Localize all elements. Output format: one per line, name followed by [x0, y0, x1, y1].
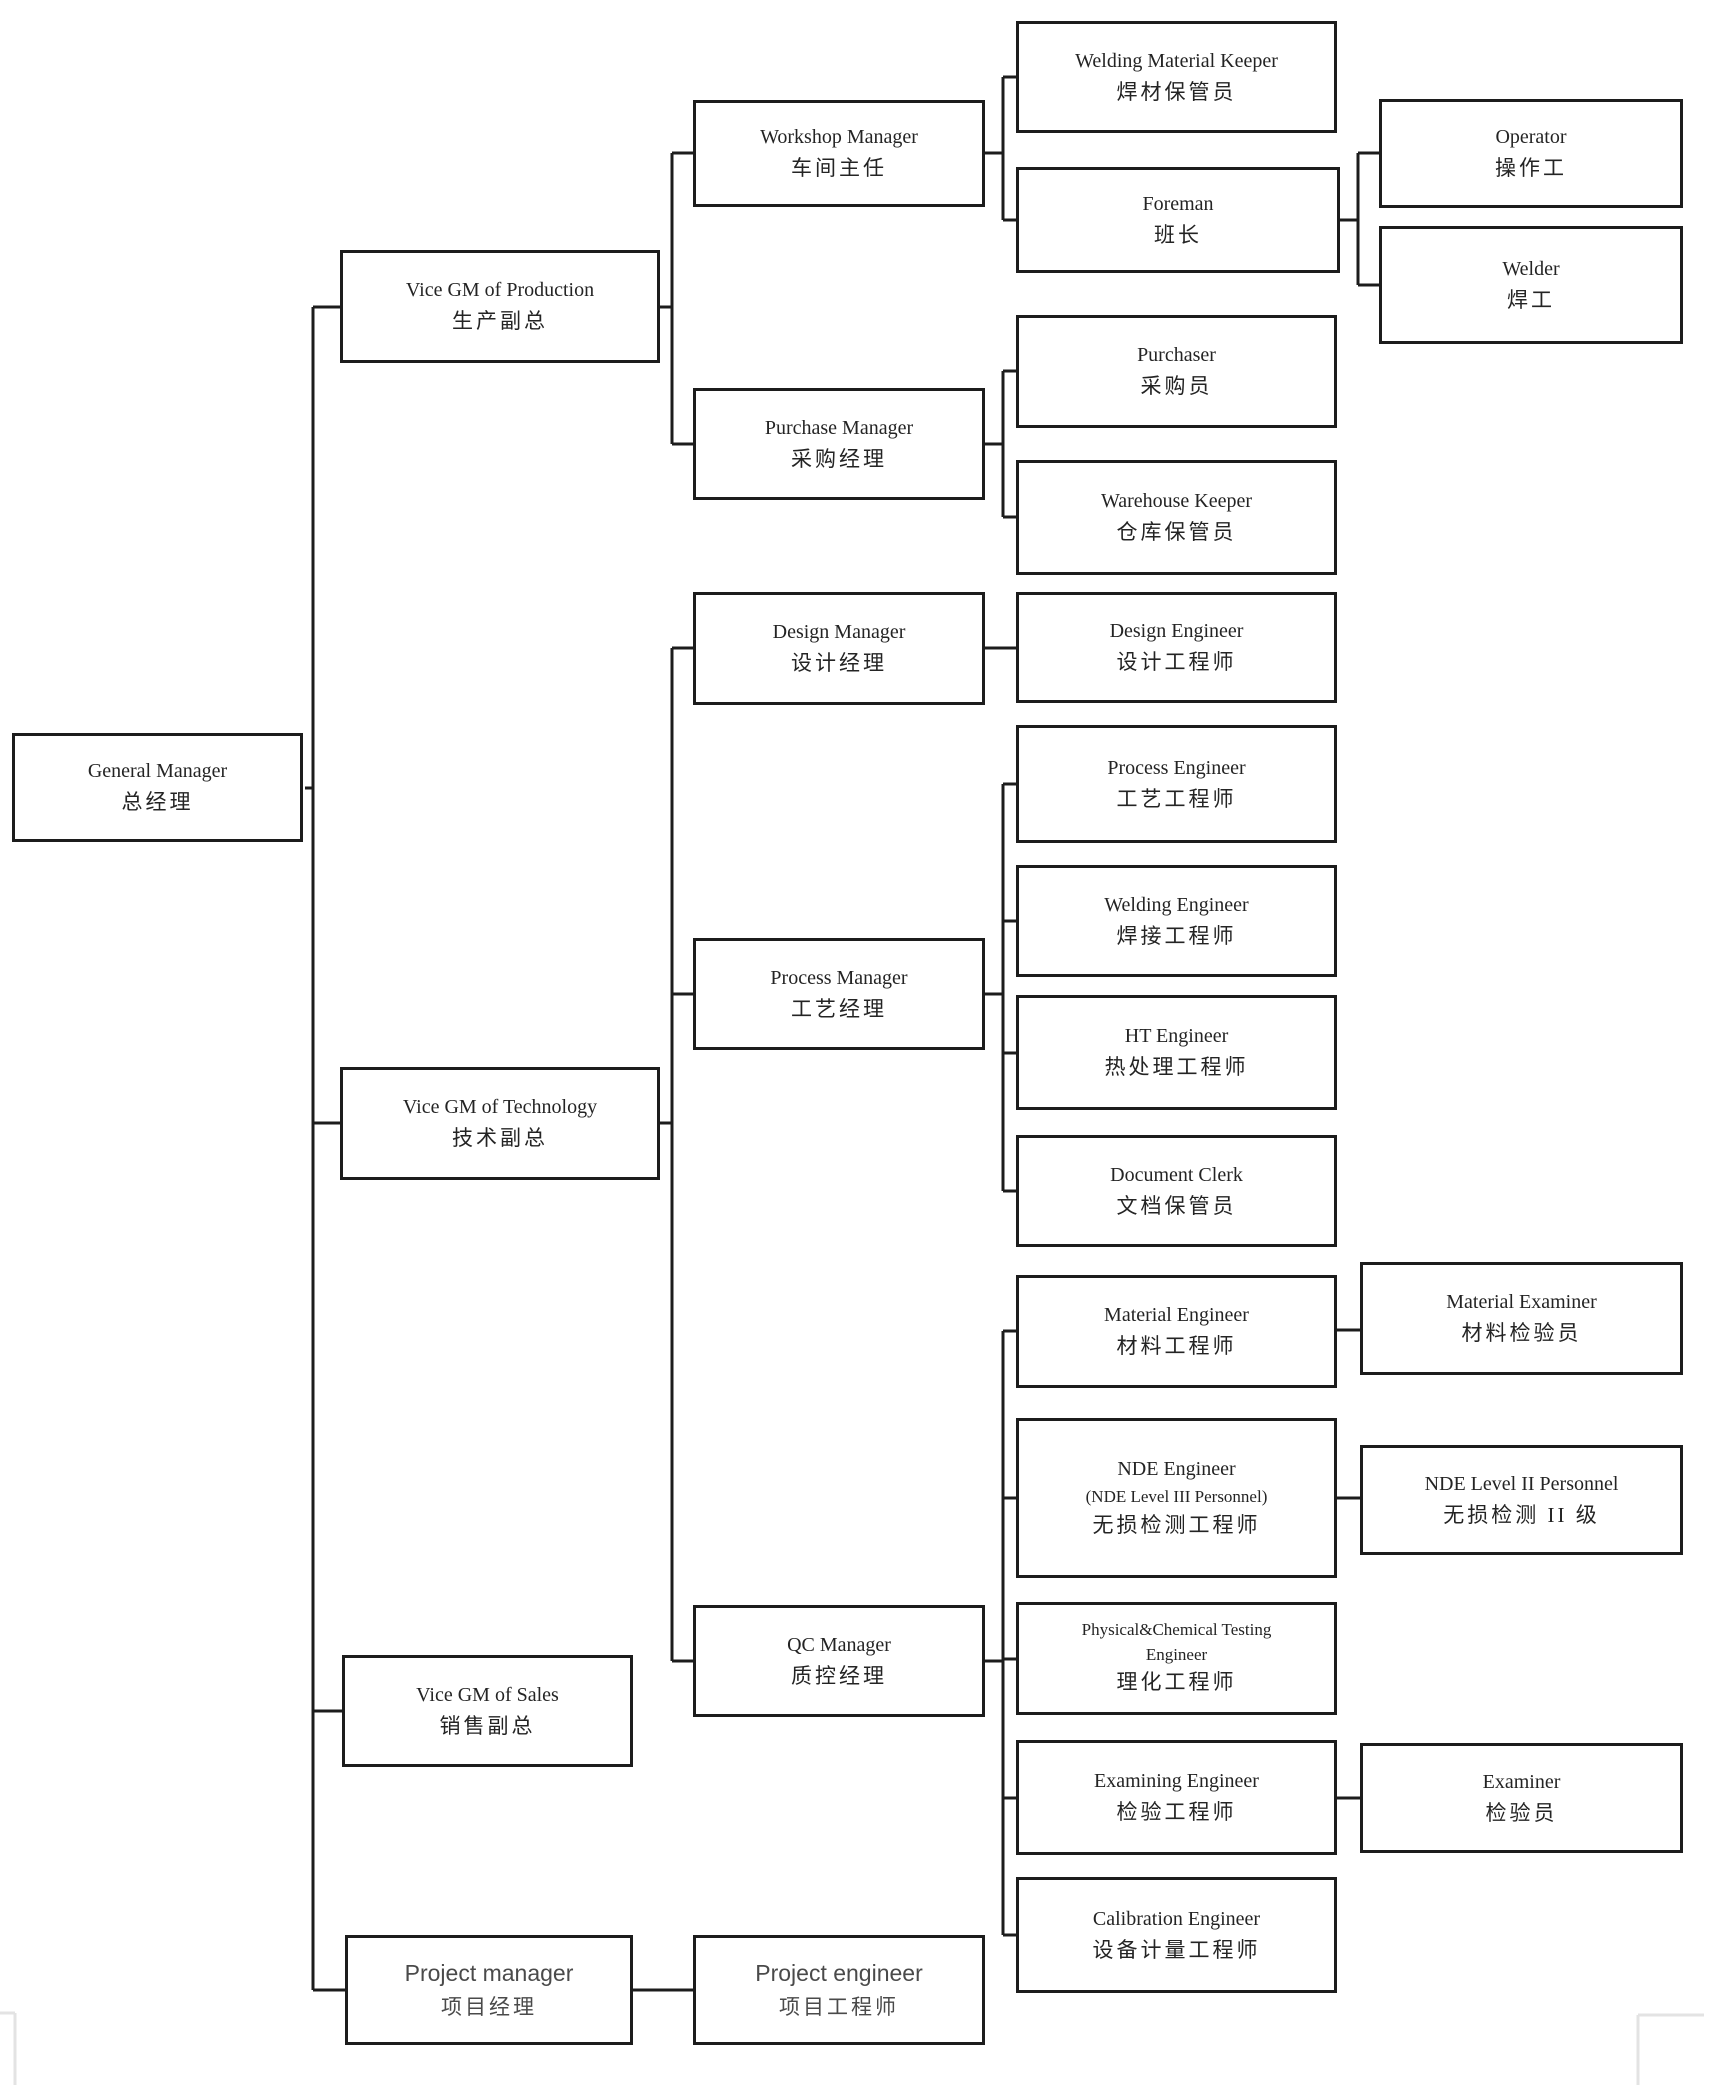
node-vice-gm-sales: Vice GM of Sales 销售副总: [342, 1655, 633, 1767]
node-operator: Operator 操作工: [1379, 99, 1683, 208]
node-label-en: Warehouse Keeper: [1100, 490, 1253, 513]
node-label-en: Welding Material Keeper: [1075, 49, 1278, 72]
node-label-zh: 热处理工程师: [1104, 1055, 1249, 1080]
node-label-en: Material Examiner: [1446, 1291, 1597, 1314]
node-vice-gm-production: Vice GM of Production 生产副总: [340, 250, 660, 363]
node-physical-chemical-testing-engineer: Physical&Chemical Testing Engineer 理化工程师: [1016, 1602, 1337, 1715]
node-project-manager: Project manager 项目经理: [345, 1935, 633, 2045]
node-process-engineer: Process Engineer 工艺工程师: [1016, 725, 1337, 843]
node-label-zh: 理化工程师: [1116, 1670, 1237, 1695]
node-label-zh: 材料工程师: [1116, 1334, 1237, 1359]
node-examining-engineer: Examining Engineer 检验工程师: [1016, 1740, 1337, 1855]
node-label-zh: 操作工: [1495, 156, 1567, 181]
node-label-sub: (NDE Level III Personnel): [1085, 1487, 1268, 1507]
node-label-en: Process Manager: [770, 966, 908, 989]
node-label-en: Material Engineer: [1104, 1304, 1249, 1327]
node-purchaser: Purchaser 采购员: [1016, 315, 1337, 428]
node-label-zh: 技术副总: [452, 1126, 548, 1151]
node-label-en: Design Manager: [772, 621, 906, 644]
node-label-zh: 设计经理: [791, 651, 887, 676]
node-label-en: Examining Engineer: [1094, 1770, 1259, 1793]
node-label-en: Vice GM of Sales: [416, 1683, 559, 1706]
node-label-en: Examiner: [1482, 1770, 1561, 1793]
node-warehouse-keeper: Warehouse Keeper 仓库保管员: [1016, 460, 1337, 575]
node-label-en: QC Manager: [787, 1633, 891, 1656]
node-ht-engineer: HT Engineer 热处理工程师: [1016, 995, 1337, 1110]
node-label-zh: 仓库保管员: [1116, 520, 1237, 545]
node-label-zh: 生产副总: [452, 309, 548, 334]
node-label-zh: 项目经理: [441, 1996, 537, 2020]
node-label-zh: 无损检测工程师: [1092, 1513, 1261, 1538]
node-qc-manager: QC Manager 质控经理: [693, 1605, 985, 1717]
node-examiner: Examiner 检验员: [1360, 1743, 1683, 1853]
node-label-zh: 检验工程师: [1116, 1800, 1237, 1825]
node-label-en: Vice GM of Production: [405, 279, 595, 302]
node-label-zh: 采购经理: [791, 446, 887, 471]
node-label-en: Foreman: [1142, 192, 1214, 215]
node-document-clerk: Document Clerk 文档保管员: [1016, 1135, 1337, 1247]
node-label-en: Operator: [1495, 126, 1567, 149]
node-label-zh: 工艺工程师: [1116, 786, 1237, 811]
node-label-en: Vice GM of Technology: [402, 1096, 598, 1119]
node-welder: Welder 焊工: [1379, 226, 1683, 344]
node-label-zh: 车间主任: [791, 156, 887, 181]
node-process-manager: Process Manager 工艺经理: [693, 938, 985, 1050]
node-label-zh: 项目工程师: [779, 1996, 899, 2020]
node-label-en: Process Engineer: [1107, 756, 1246, 779]
node-label-zh: 焊接工程师: [1116, 923, 1237, 948]
node-label-en: HT Engineer: [1124, 1025, 1229, 1048]
node-label-zh: 材料检验员: [1461, 1321, 1582, 1346]
node-general-manager: General Manager 总经理: [12, 733, 303, 842]
node-label-zh: 焊工: [1507, 287, 1555, 312]
node-label-zh: 设计工程师: [1116, 650, 1237, 675]
node-label-zh: 总经理: [121, 790, 194, 815]
node-label-zh: 质控经理: [791, 1663, 887, 1688]
node-foreman: Foreman 班长: [1016, 167, 1340, 273]
node-label-zh: 检验员: [1485, 1800, 1558, 1825]
node-material-examiner: Material Examiner 材料检验员: [1360, 1262, 1683, 1375]
node-purchase-manager: Purchase Manager 采购经理: [693, 388, 985, 500]
node-label-en: Welder: [1502, 257, 1560, 280]
node-label-en: Purchase Manager: [764, 416, 914, 439]
node-material-engineer: Material Engineer 材料工程师: [1016, 1275, 1337, 1388]
node-label-en: General Manager: [87, 760, 228, 783]
node-label-en: Design Engineer: [1109, 620, 1244, 643]
node-label-zh: 无损检测 II 级: [1443, 1502, 1600, 1527]
node-project-engineer: Project engineer 项目工程师: [693, 1935, 985, 2045]
node-workshop-manager: Workshop Manager 车间主任: [693, 100, 985, 207]
node-label-en: NDE Level II Personnel: [1424, 1472, 1619, 1495]
node-label-en: Calibration Engineer: [1092, 1907, 1261, 1930]
node-label-en: Welding Engineer: [1104, 893, 1249, 916]
node-calibration-engineer: Calibration Engineer 设备计量工程师: [1016, 1877, 1337, 1993]
node-label-en: NDE Engineer: [1117, 1458, 1236, 1481]
node-label-zh: 班长: [1154, 222, 1202, 247]
node-label-zh: 工艺经理: [791, 996, 887, 1021]
node-label-zh: 设备计量工程师: [1092, 1937, 1261, 1962]
node-label-en: Document Clerk: [1110, 1163, 1243, 1186]
node-label-zh: 文档保管员: [1116, 1193, 1237, 1218]
node-nde-level-2-personnel: NDE Level II Personnel 无损检测 II 级: [1360, 1445, 1683, 1555]
node-welding-engineer: Welding Engineer 焊接工程师: [1016, 865, 1337, 977]
node-welding-material-keeper: Welding Material Keeper 焊材保管员: [1016, 21, 1337, 133]
node-design-engineer: Design Engineer 设计工程师: [1016, 592, 1337, 703]
page-corner-marks: [0, 2011, 1704, 2085]
node-label-en: Project engineer: [755, 1960, 923, 1987]
node-nde-engineer: NDE Engineer (NDE Level III Personnel) 无…: [1016, 1418, 1337, 1578]
node-label-zh: 销售副总: [439, 1713, 536, 1738]
node-label-zh: 采购员: [1140, 374, 1213, 399]
node-label-en: Project manager: [404, 1960, 574, 1987]
node-label-en: Physical&Chemical Testing: [1081, 1620, 1272, 1640]
node-design-manager: Design Manager 设计经理: [693, 592, 985, 705]
node-label-en: Purchaser: [1137, 344, 1216, 367]
node-label-en: Workshop Manager: [760, 126, 918, 149]
node-label-en2: Engineer: [1145, 1644, 1208, 1664]
node-vice-gm-technology: Vice GM of Technology 技术副总: [340, 1067, 660, 1180]
node-label-zh: 焊材保管员: [1116, 79, 1237, 104]
